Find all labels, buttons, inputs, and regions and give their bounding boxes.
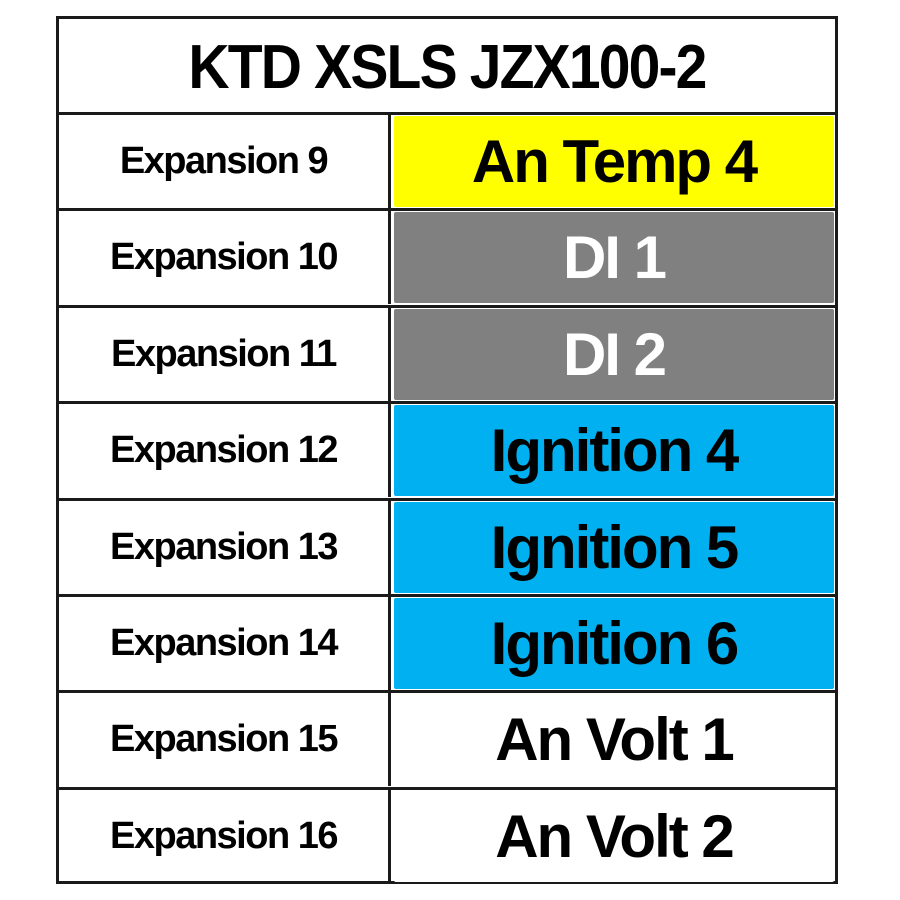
function-value: DI 2 (394, 308, 834, 400)
expansion-label: Expansion 10 (59, 211, 391, 305)
expansion-label: Expansion 14 (59, 597, 391, 690)
function-value: Ignition 5 (394, 501, 834, 593)
expansion-label: Expansion 15 (59, 693, 391, 787)
function-value: Ignition 6 (394, 598, 834, 689)
expansion-label: Expansion 11 (59, 307, 391, 401)
expansion-label: Expansion 13 (59, 500, 391, 594)
function-value: An Temp 4 (394, 116, 834, 207)
function-value: DI 1 (394, 212, 834, 304)
function-value: An Volt 2 (394, 790, 834, 882)
expansion-label: Expansion 16 (59, 789, 391, 883)
expansion-label: Expansion 9 (59, 115, 391, 208)
function-value: An Volt 1 (394, 694, 834, 786)
function-value: Ignition 4 (394, 405, 834, 497)
table-title: KTD XSLS JZX100-2 (188, 32, 707, 102)
expansion-label: Expansion 12 (59, 404, 391, 498)
